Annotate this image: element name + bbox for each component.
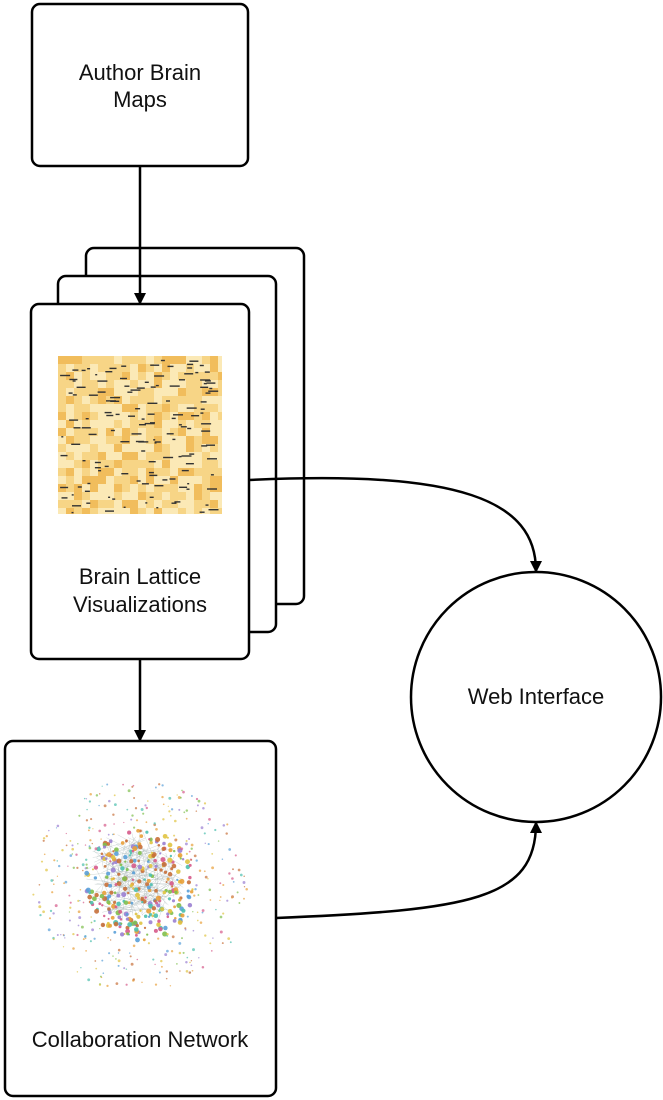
brain-lattice-node: Brain Lattice Visualizations: [29, 302, 251, 661]
collaboration-network-node: Collaboration Network: [3, 739, 278, 1098]
brain-lattice-label-line2: Visualizations: [73, 592, 207, 617]
author-brain-maps-label-line1: Author Brain: [79, 60, 201, 85]
web-interface-node: Web Interface: [409, 570, 663, 824]
author-brain-maps-label-line2: Maps: [113, 87, 167, 112]
collaboration-network-label: Collaboration Network: [32, 1027, 249, 1052]
author-brain-maps-node: Author Brain Maps: [30, 2, 250, 168]
brain-lattice-label-line1: Brain Lattice: [79, 564, 201, 589]
arrow-lattice-to-web: [248, 476, 542, 573]
collaboration-network-thumbnail: [32, 783, 248, 988]
arrow-network-to-web: [275, 821, 542, 920]
brain-lattice-thumbnail: [58, 356, 222, 514]
web-interface-label: Web Interface: [468, 684, 605, 709]
